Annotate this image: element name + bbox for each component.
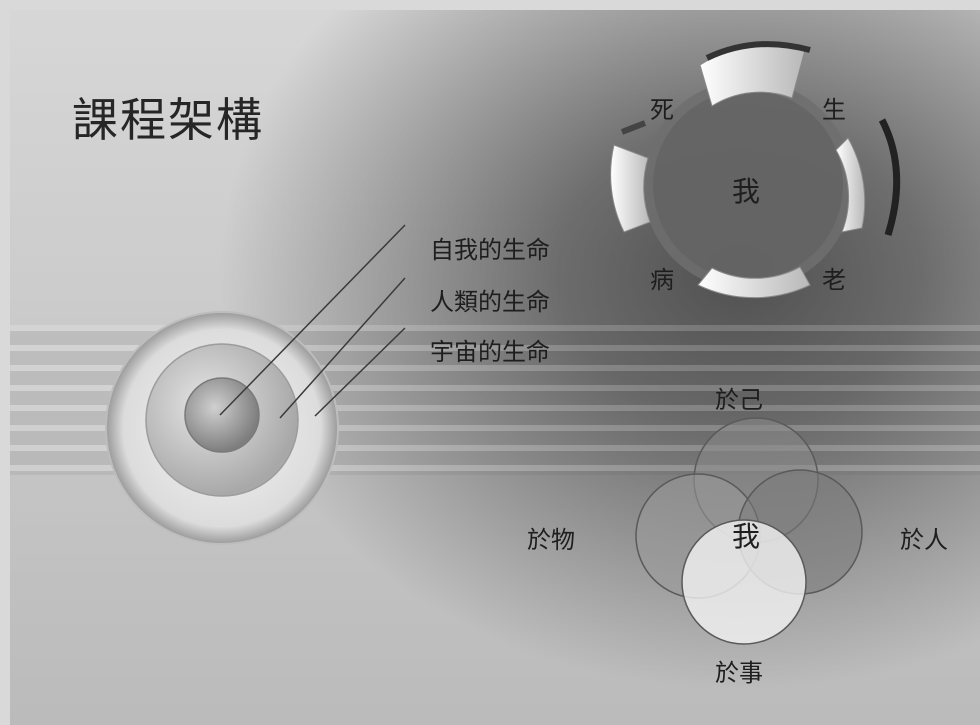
stage-aging: 老 [822, 266, 846, 294]
relation-things: 於物 [527, 526, 575, 554]
relation-self: 於己 [715, 386, 763, 414]
relation-affairs: 於事 [715, 659, 763, 687]
slide: 課程架構 [10, 10, 980, 725]
concentric-circles [105, 311, 339, 545]
stage-death: 死 [650, 96, 674, 124]
diagram-art [105, 41, 901, 645]
stage-illness: 病 [650, 266, 674, 294]
relations-center: 我 [732, 520, 761, 553]
four-stages-diagram [610, 41, 901, 299]
label-universe-life: 宇宙的生命 [430, 338, 550, 366]
leader-lines [219, 224, 406, 419]
label-human-life: 人類的生命 [430, 288, 550, 316]
leader-line-universe [314, 327, 406, 417]
four-stages-center: 我 [732, 175, 761, 208]
relations-venn [635, 417, 863, 645]
leader-line-humanity [279, 277, 406, 419]
stage-birth: 生 [822, 96, 846, 124]
relation-people: 於人 [900, 526, 948, 554]
leader-line-self [219, 224, 406, 416]
label-self-life: 自我的生命 [430, 236, 550, 264]
page-title: 課程架構 [72, 93, 264, 147]
